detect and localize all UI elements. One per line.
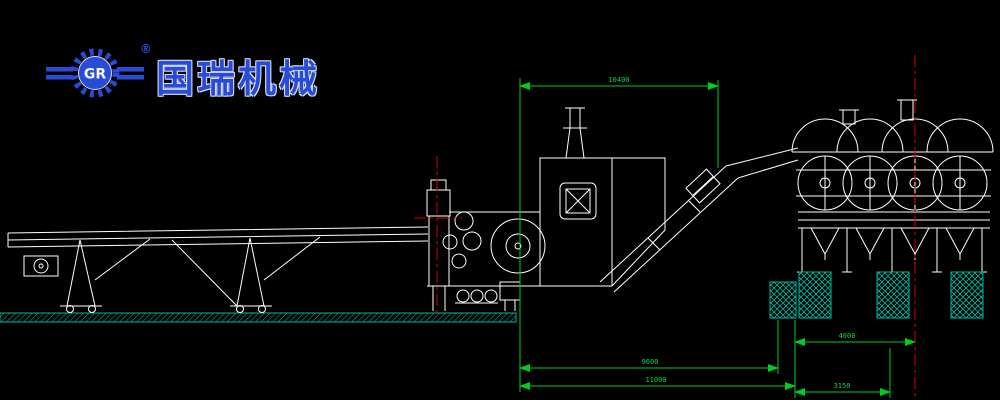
gear-logo-letters: GR [84, 67, 106, 83]
drum-section [791, 99, 994, 273]
brand-name-cn: 国瑞机械 [156, 56, 321, 101]
inclined-conveyor [599, 147, 799, 293]
dim-bottom-inner: 9600 [642, 358, 659, 366]
dimension-lines: 10400 9600 11000 4000 3150 [519, 76, 916, 398]
dim-right-lower: 3150 [834, 382, 851, 390]
watermark-logo: GR ® 国瑞机械 [46, 42, 321, 104]
dim-bottom-outer: 11000 [645, 376, 666, 384]
foundation-blocks [769, 271, 984, 319]
ground-hatch-strip [0, 312, 517, 323]
dim-right-upper: 4000 [839, 332, 856, 340]
feeder-machine [426, 179, 546, 311]
gear-logo-icon: GR ® [46, 42, 152, 104]
dim-top-span: 10400 [608, 76, 629, 84]
dryer-body [539, 107, 666, 287]
belt-conveyor [7, 226, 429, 313]
registered-trademark-icon: ® [140, 42, 152, 56]
